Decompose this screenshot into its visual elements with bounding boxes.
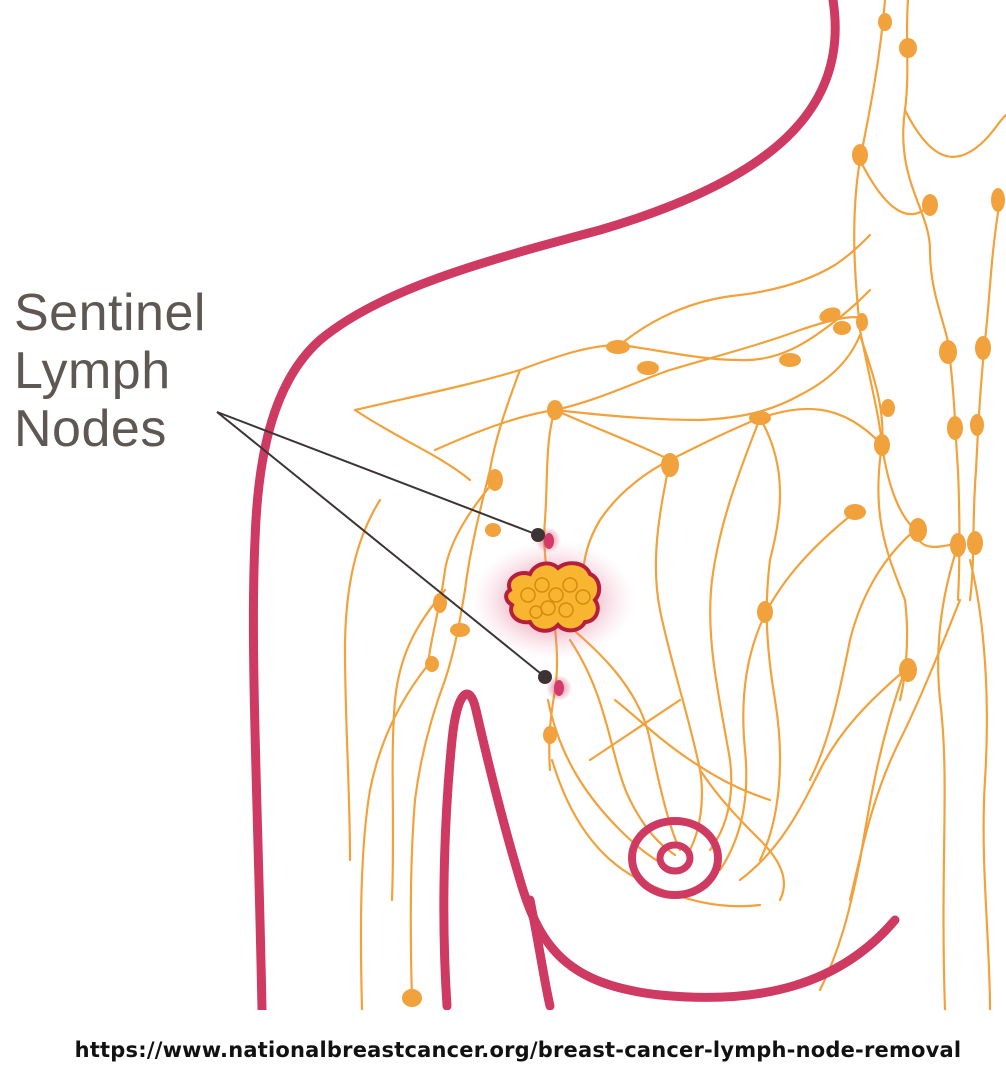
label-pointers bbox=[216, 411, 546, 678]
body-outline bbox=[248, 0, 900, 1010]
label-line-3: Nodes bbox=[14, 400, 167, 458]
label-line-1: Sentinel bbox=[14, 284, 206, 342]
breast-lymph-diagram bbox=[216, 0, 1006, 1010]
tumor bbox=[471, 540, 635, 660]
tumor-cells bbox=[520, 577, 591, 619]
source-url: https://www.nationalbreastcancer.org/bre… bbox=[74, 1038, 962, 1062]
pointer-dot-lower bbox=[538, 670, 552, 684]
label-line-2: Lymph bbox=[14, 342, 171, 400]
lymph-nodes bbox=[402, 13, 1005, 1007]
nipple-areola bbox=[628, 817, 722, 899]
sentinel-node-lower bbox=[546, 675, 572, 701]
pointer-dot-upper bbox=[531, 528, 545, 542]
